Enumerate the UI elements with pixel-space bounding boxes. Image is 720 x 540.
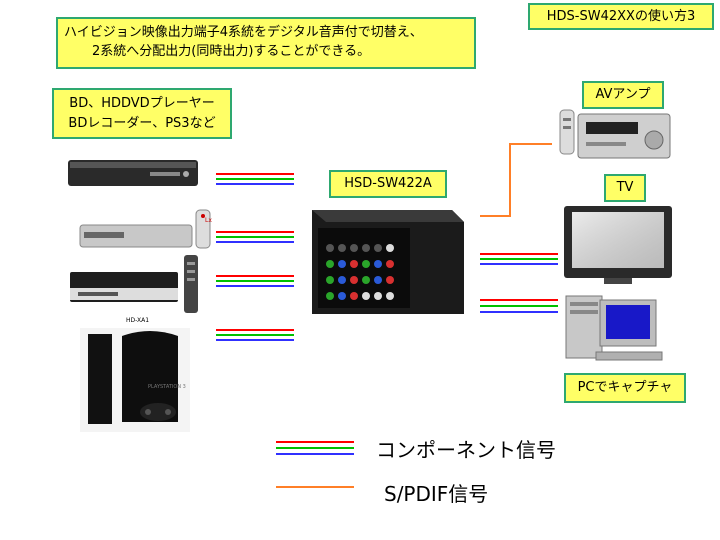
svg-text:Lx: Lx [205, 217, 212, 224]
hddvd-player-icon [70, 255, 198, 313]
switcher-label: HSD-SW422A [329, 170, 447, 198]
bd-recorder-icon: Lx [79, 209, 212, 249]
component-lines-inputs [216, 173, 294, 341]
description-banner: ハイビジョン映像出力端子4系統をデジタル音声付で切替え、 2系統へ分配出力(同時… [56, 17, 476, 69]
source-line-1: BD、HDDVDプレーヤー [69, 96, 215, 111]
av-amp-label: AVアンプ [582, 81, 664, 109]
component-line-input-2 [216, 231, 294, 243]
legend-spdif-label: S/PDIF信号 [384, 482, 489, 506]
switcher-device-icon [312, 210, 464, 314]
pc-icon [565, 295, 663, 361]
av-amp-icon [559, 109, 671, 159]
component-lines-outputs [480, 253, 558, 313]
banner-line-2: 2系統へ分配出力(同時出力)することができる。 [92, 44, 371, 59]
page-title: HDS-SW42XXの使い方3 [528, 3, 714, 30]
ps3-caption: HD-XA1 [126, 317, 149, 324]
legend-component-swatch [276, 441, 354, 455]
component-line-output-tv [480, 253, 558, 265]
component-line-input-1 [216, 173, 294, 185]
component-line-input-3 [216, 275, 294, 287]
ps3-console-icon: PLAYSTATION 3 [80, 328, 190, 432]
tv-icon [564, 206, 672, 284]
legend-component-label: コンポーネント信号 [376, 438, 556, 462]
svg-text:PLAYSTATION 3: PLAYSTATION 3 [148, 384, 186, 390]
tv-label: TV [604, 174, 646, 202]
pc-capture-label: PCでキャプチャ [564, 373, 686, 403]
source-devices-label: BD、HDDVDプレーヤー BDレコーダー、PS3など [52, 88, 232, 139]
component-line-input-4 [216, 329, 294, 341]
spdif-line-to-av-amp [480, 143, 552, 217]
component-line-output-pc [480, 299, 558, 313]
banner-line-1: ハイビジョン映像出力端子4系統をデジタル音声付で切替え、 [64, 25, 423, 40]
source-line-2: BDレコーダー、PS3など [68, 116, 216, 131]
bd-player-icon [68, 160, 198, 186]
